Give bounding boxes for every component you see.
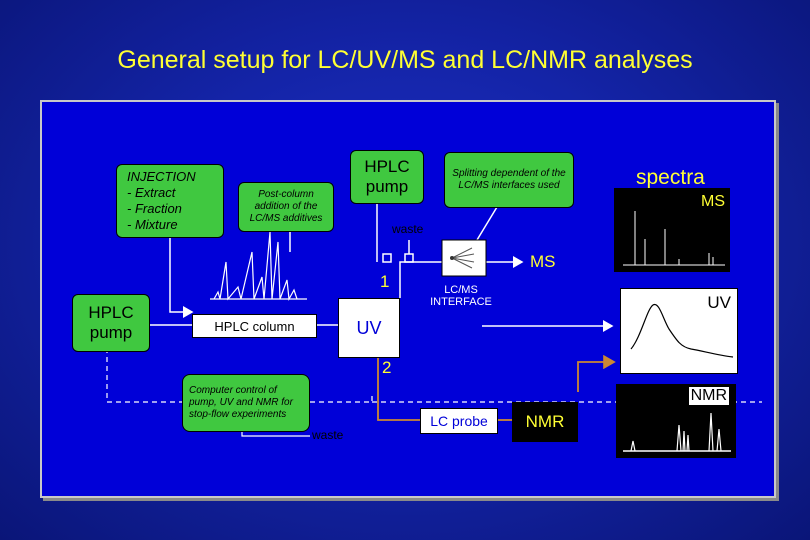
uv-spectrum-label: UV bbox=[707, 293, 731, 312]
line-injection-to-column bbox=[169, 226, 194, 318]
line-nmr-to-spectrum bbox=[577, 354, 616, 392]
uv-detector: UV bbox=[338, 298, 400, 358]
nmr-spectrum: NMR bbox=[616, 384, 736, 458]
post-column-box: Post-column addition of the LC/MS additi… bbox=[238, 182, 334, 232]
injection-box: INJECTION - Extract - Fraction - Mixture bbox=[116, 164, 224, 238]
page-title: General setup for LC/UV/MS and LC/NMR an… bbox=[117, 46, 693, 74]
ms-spectrum-plot bbox=[623, 211, 725, 266]
post-column-text: Post-column addition of the LC/MS additi… bbox=[249, 189, 323, 224]
nmr-spectrum-plot bbox=[623, 412, 731, 452]
line-split2-to-nmr bbox=[377, 358, 420, 421]
waste-bottom: waste bbox=[312, 428, 344, 442]
hplc-pump-left: HPLC pump bbox=[72, 294, 150, 352]
ms-label: MS bbox=[530, 252, 556, 271]
lc-probe-label: LC probe bbox=[430, 413, 488, 429]
nmr-label: NMR bbox=[525, 412, 565, 431]
uv-spectrum: UV bbox=[620, 288, 738, 374]
computer-control-text: Computer control of pump, UV and NMR for… bbox=[189, 385, 293, 420]
hplc-pump-top-label: HPLC pump bbox=[364, 157, 410, 196]
uv-spectrum-plot bbox=[630, 303, 734, 358]
hplc-pump-top: HPLC pump bbox=[350, 150, 424, 204]
splitting-text: Splitting dependent of the LC/MS interfa… bbox=[452, 168, 566, 191]
hplc-column-label: HPLC column bbox=[214, 318, 295, 334]
chromatogram bbox=[210, 231, 307, 301]
hplc-column: HPLC column bbox=[192, 314, 317, 338]
spectra-title: spectra bbox=[636, 166, 705, 189]
ms-spectrum-label: MS bbox=[701, 193, 725, 210]
lc-probe: LC probe bbox=[420, 408, 498, 434]
ms-interface-icon bbox=[441, 239, 487, 277]
computer-control-box: Computer control of pump, UV and NMR for… bbox=[182, 374, 310, 432]
nmr-spectrum-label: NMR bbox=[688, 387, 729, 405]
injection-item: - Mixture bbox=[127, 217, 178, 232]
diagram-panel: INJECTION - Extract - Fraction - Mixture… bbox=[40, 100, 776, 498]
line-control-dashed bbox=[106, 348, 182, 403]
splitting-box: Splitting dependent of the LC/MS interfa… bbox=[444, 152, 574, 208]
nmr-box: NMR bbox=[512, 402, 578, 442]
lcms-interface-text: LC/MS INTERFACE bbox=[430, 284, 492, 308]
line-waste-bottom bbox=[241, 432, 310, 437]
ms-spectrum: MS bbox=[614, 188, 730, 272]
injection-item: - Extract bbox=[127, 185, 176, 200]
split-1-label: 1 bbox=[380, 272, 390, 291]
line-splitting-pointer bbox=[476, 206, 498, 241]
split-2-label: 2 bbox=[382, 358, 392, 377]
injection-item: - Fraction bbox=[127, 201, 182, 216]
line-control-dashed-right bbox=[310, 392, 373, 403]
lcms-interface-label: LC/MS INTERFACE bbox=[426, 284, 496, 308]
hplc-pump-left-label: HPLC pump bbox=[88, 303, 134, 342]
uv-label: UV bbox=[356, 317, 382, 338]
waste-top: waste bbox=[392, 222, 424, 236]
injection-heading: INJECTION bbox=[127, 169, 196, 184]
